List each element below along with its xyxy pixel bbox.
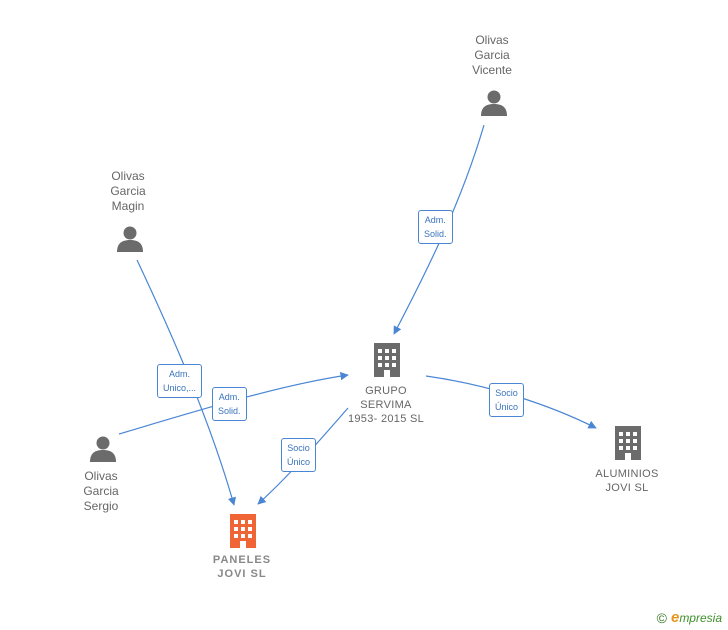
person-icon-sergio[interactable] bbox=[90, 436, 116, 463]
building-icon-grupo-servima[interactable] bbox=[374, 343, 400, 377]
building-icon-paneles-jovi[interactable] bbox=[230, 514, 256, 548]
company-label-aluminios-jovi[interactable]: ALUMINIOS JOVI SL bbox=[595, 468, 659, 494]
person-label-vicente[interactable]: Olivas Garcia Vicente bbox=[472, 33, 512, 77]
company-label-grupo-servima[interactable]: GRUPO SERVIMA 1953- 2015 SL bbox=[347, 385, 425, 425]
person-icon-vicente[interactable] bbox=[481, 90, 507, 117]
edge-label-grupo-paneles: Socio Único bbox=[281, 438, 317, 472]
edge-label-grupo-aluminios: Socio Único bbox=[489, 383, 525, 417]
person-label-sergio[interactable]: Olivas Garcia Sergio bbox=[83, 469, 119, 513]
building-icon-aluminios-jovi[interactable] bbox=[615, 426, 641, 460]
edge-label-magin-paneles: Adm. Unico,... bbox=[157, 364, 203, 398]
edge-label-vicente-grupo: Adm. Solid. bbox=[418, 210, 453, 244]
brand-mark: e bbox=[670, 609, 680, 626]
person-icon-magin[interactable] bbox=[117, 226, 143, 253]
company-label-paneles-jovi[interactable]: PANELES JOVI SL bbox=[212, 554, 272, 580]
person-label-magin[interactable]: Olivas Garcia Magin bbox=[110, 169, 146, 213]
copyright-icon: © bbox=[656, 609, 667, 626]
brand-name: mpresia bbox=[679, 610, 722, 625]
edge-label-sergio-grupo: Adm. Solid. bbox=[212, 387, 247, 421]
